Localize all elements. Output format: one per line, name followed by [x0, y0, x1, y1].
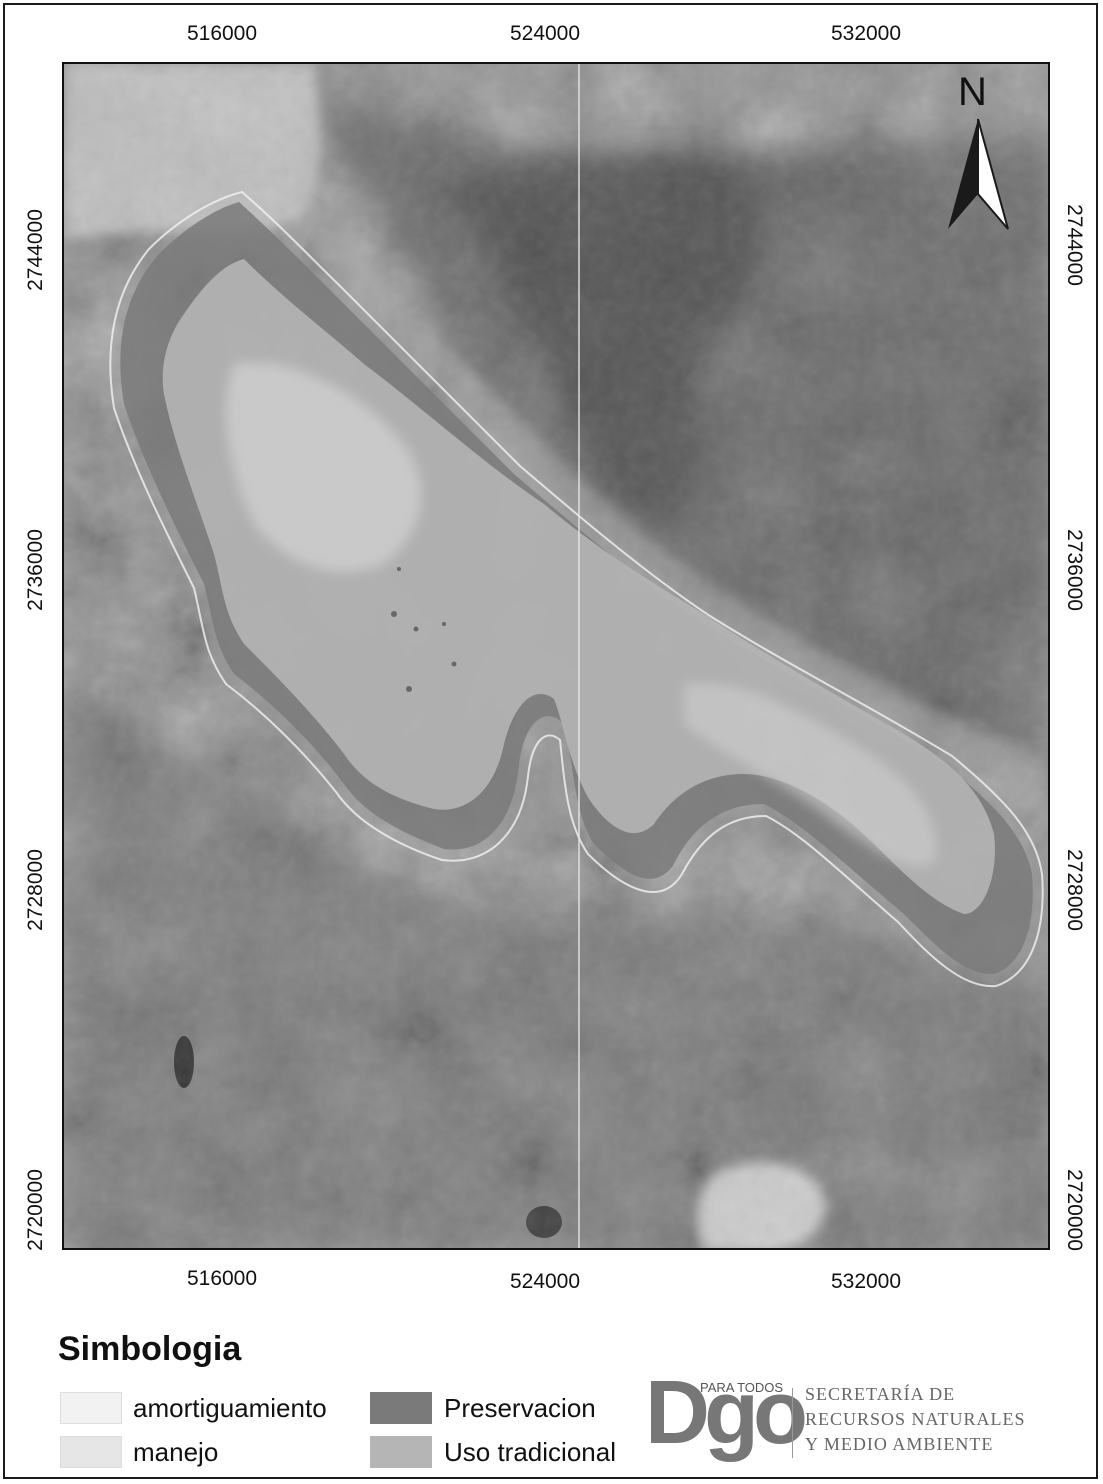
legend-label-uso-tradicional: Uso tradicional — [444, 1437, 616, 1467]
tick-label-right: 2728000 — [1063, 849, 1086, 931]
agency-line: RECURSOS NATURALES — [805, 1409, 1026, 1429]
tick-label-bottom: 516000 — [186, 1267, 258, 1290]
tick-label-bottom: 532000 — [830, 1270, 902, 1293]
tick-label-bottom: 524000 — [509, 1270, 581, 1293]
tick-label-left: 2744000 — [24, 209, 47, 291]
map-frame[interactable] — [62, 62, 1050, 1250]
satellite-map — [64, 64, 1048, 1248]
tick-label-top: 516000 — [186, 22, 258, 45]
tick-label-top: 532000 — [830, 22, 902, 45]
tick-label-left: 2736000 — [24, 529, 47, 611]
north-letter: N — [958, 70, 987, 114]
tick-label-right: 2720000 — [1063, 1169, 1086, 1251]
tick-label-top: 524000 — [509, 22, 581, 45]
page-frame — [3, 3, 1098, 1479]
zone-manejo-patch — [225, 362, 422, 572]
tick-label-right: 2736000 — [1063, 529, 1086, 611]
agency-line: Y MEDIO AMBIENTE — [805, 1434, 994, 1454]
agency-line: SECRETARÍA DE — [805, 1384, 956, 1404]
legend-label-manejo: manejo — [133, 1437, 219, 1467]
north-arrow-icon — [948, 118, 1009, 230]
tick-label-left: 2720000 — [24, 1169, 47, 1251]
logo-divider — [792, 1388, 793, 1458]
legend-swatch-amortiguamiento — [60, 1392, 122, 1424]
tick-label-right: 2744000 — [1063, 204, 1086, 286]
legend-title: Simbologia — [58, 1330, 242, 1368]
legend-swatch-manejo — [60, 1436, 122, 1468]
legend-swatch-uso-tradicional — [370, 1436, 432, 1468]
legend-label-preservacion: Preservacion — [444, 1393, 596, 1423]
zone-manejo-patch-east — [684, 682, 937, 866]
dgo-logo: Dgo — [645, 1363, 808, 1463]
legend-label-amortiguamiento: amortiguamiento — [133, 1393, 327, 1423]
tick-label-left: 2728000 — [24, 849, 47, 931]
reserve-specks — [391, 567, 457, 692]
zone-amortiguamiento-outline — [109, 190, 1044, 988]
logo-tagline: PARA TODOS — [700, 1380, 784, 1395]
legend-swatch-preservacion — [370, 1392, 432, 1424]
